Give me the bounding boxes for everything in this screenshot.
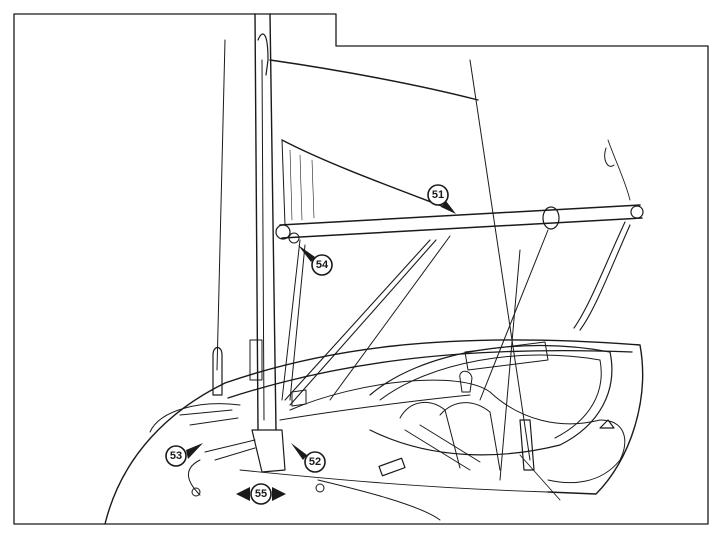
mast [250,14,285,472]
callout-53: 53 [166,443,203,466]
topping-lift [608,140,630,200]
callout-54-label: 54 [316,259,329,271]
forestay [217,40,225,370]
boom [276,205,643,243]
callout-53-arrow [186,443,203,459]
callout-52-arrow [291,443,307,460]
callout-55-arrow-left [236,487,250,501]
callout-55: 55 [236,484,286,504]
callout-52: 52 [291,443,325,472]
callout-55-arrow-right [272,487,286,501]
hull [105,340,643,524]
callout-51-label: 51 [432,189,444,201]
callout-51: 51 [428,185,456,214]
callout-55-label: 55 [255,488,267,500]
callout-52-label: 52 [309,456,321,468]
callout-54-arrow [298,245,315,262]
callout-53-label: 53 [170,450,182,462]
topping-lift-hook [605,148,614,166]
